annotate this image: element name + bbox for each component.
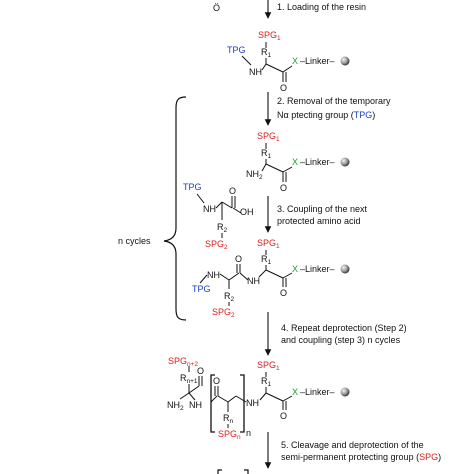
nh2-label: NH2 — [246, 169, 263, 181]
incoming-amino-acid: TPG NH O OH R2 SPG2 — [183, 182, 254, 251]
spg-1-label: SPG1 — [257, 131, 280, 143]
nh-label: NH — [246, 398, 259, 408]
step-5-label-line2: semi-permanent protecting group (SPG) — [281, 452, 441, 462]
step-2-label-line2: Nα ptecting group (TPG) — [277, 110, 375, 120]
structure-elongated-peptide: SPG1 R1 O X –Linker– NH n Rn SPGn O NH — [167, 356, 350, 441]
linker-label: –Linker– — [300, 56, 335, 66]
x-atom-label: X — [292, 56, 298, 66]
r1-label: R1 — [261, 47, 272, 59]
tpg-label: TPG — [227, 45, 246, 55]
carbonyl-o-label: O — [280, 83, 287, 93]
amide-o-label: O — [235, 254, 242, 264]
step-5-label: 5. Cleavage and deprotection of the — [281, 440, 424, 450]
tpg-label: TPG — [192, 284, 211, 294]
step-4-label-line2: and coupling (step 3) n cycles — [281, 335, 401, 345]
spg-2-label: SPG2 — [205, 239, 228, 251]
resin-bead — [340, 56, 350, 66]
structure-deprotected: SPG1 R1 NH2 O X –Linker– — [246, 131, 350, 193]
step-3-label: 3. Coupling of the next — [277, 204, 368, 214]
r2-label: R2 — [224, 291, 235, 303]
x-atom-label: X — [292, 387, 298, 397]
x-atom-label: X — [292, 157, 298, 167]
resin-bead — [340, 157, 350, 167]
tpg-label: TPG — [183, 182, 202, 192]
acid-o-label: O — [229, 186, 236, 196]
resin-bead — [340, 387, 350, 397]
structure-loaded-resin: SPG1 R1 TPG NH O X –Linker– — [227, 30, 350, 93]
step-4-label: 4. Repeat deprotection (Step 2) — [281, 323, 407, 333]
resin-bead — [340, 264, 350, 274]
carbonyl-o-label: O — [280, 183, 287, 193]
rn1-label: Rn+1 — [180, 373, 198, 385]
final-bracket-left — [217, 469, 222, 474]
repeat-bracket-left — [210, 374, 215, 433]
structure-dipeptide: SPG1 R1 O X –Linker– NH O NH TPG R2 SPG2 — [192, 238, 350, 319]
carbonyl-o-label: O — [280, 411, 287, 421]
spg-n2-label: SPGn+2 — [168, 356, 198, 368]
repeat-o-label: O — [213, 376, 220, 386]
nh-label: NH — [207, 270, 220, 280]
spg-1-label: SPG1 — [257, 360, 280, 372]
spg-1-label: SPG1 — [257, 238, 280, 250]
n-cycles-label: n cycles — [118, 236, 151, 246]
linker-label: –Linker– — [300, 387, 335, 397]
rn-label: Rn — [223, 413, 234, 425]
nterm-o-label: O — [197, 366, 204, 376]
repeat-bracket-right — [240, 374, 245, 433]
nh-label: NH — [249, 67, 262, 77]
nh2-label: NH2 — [167, 400, 184, 412]
linker-label: –Linker– — [300, 157, 335, 167]
step-2-label: 2. Removal of the temporary — [277, 96, 391, 106]
nh-label: NH — [247, 276, 260, 286]
step-1-label: 1. Loading of the resin — [277, 2, 366, 12]
cycle-brace — [163, 96, 187, 321]
step-3-label-line2: protected amino acid — [277, 216, 361, 226]
linker-label: –Linker– — [300, 264, 335, 274]
nh-label: NH — [189, 400, 202, 410]
oh-label: OH — [240, 207, 254, 217]
spg-n-label: SPGn — [218, 429, 241, 441]
r1-label: R1 — [261, 376, 272, 388]
spg-2-label: SPG2 — [212, 307, 235, 319]
r2-label: R2 — [217, 222, 228, 234]
r1-label: R1 — [261, 254, 272, 266]
spg-1-label: SPG1 — [258, 30, 281, 42]
r1-label: R1 — [261, 148, 272, 160]
final-bracket-right — [244, 469, 249, 474]
x-atom-label: X — [292, 264, 298, 274]
top-oxygen-fragment: Ö — [213, 3, 220, 13]
repeat-n-label: n — [246, 428, 251, 438]
carbonyl-o-label: O — [280, 288, 287, 298]
nh-label: NH — [203, 204, 216, 214]
